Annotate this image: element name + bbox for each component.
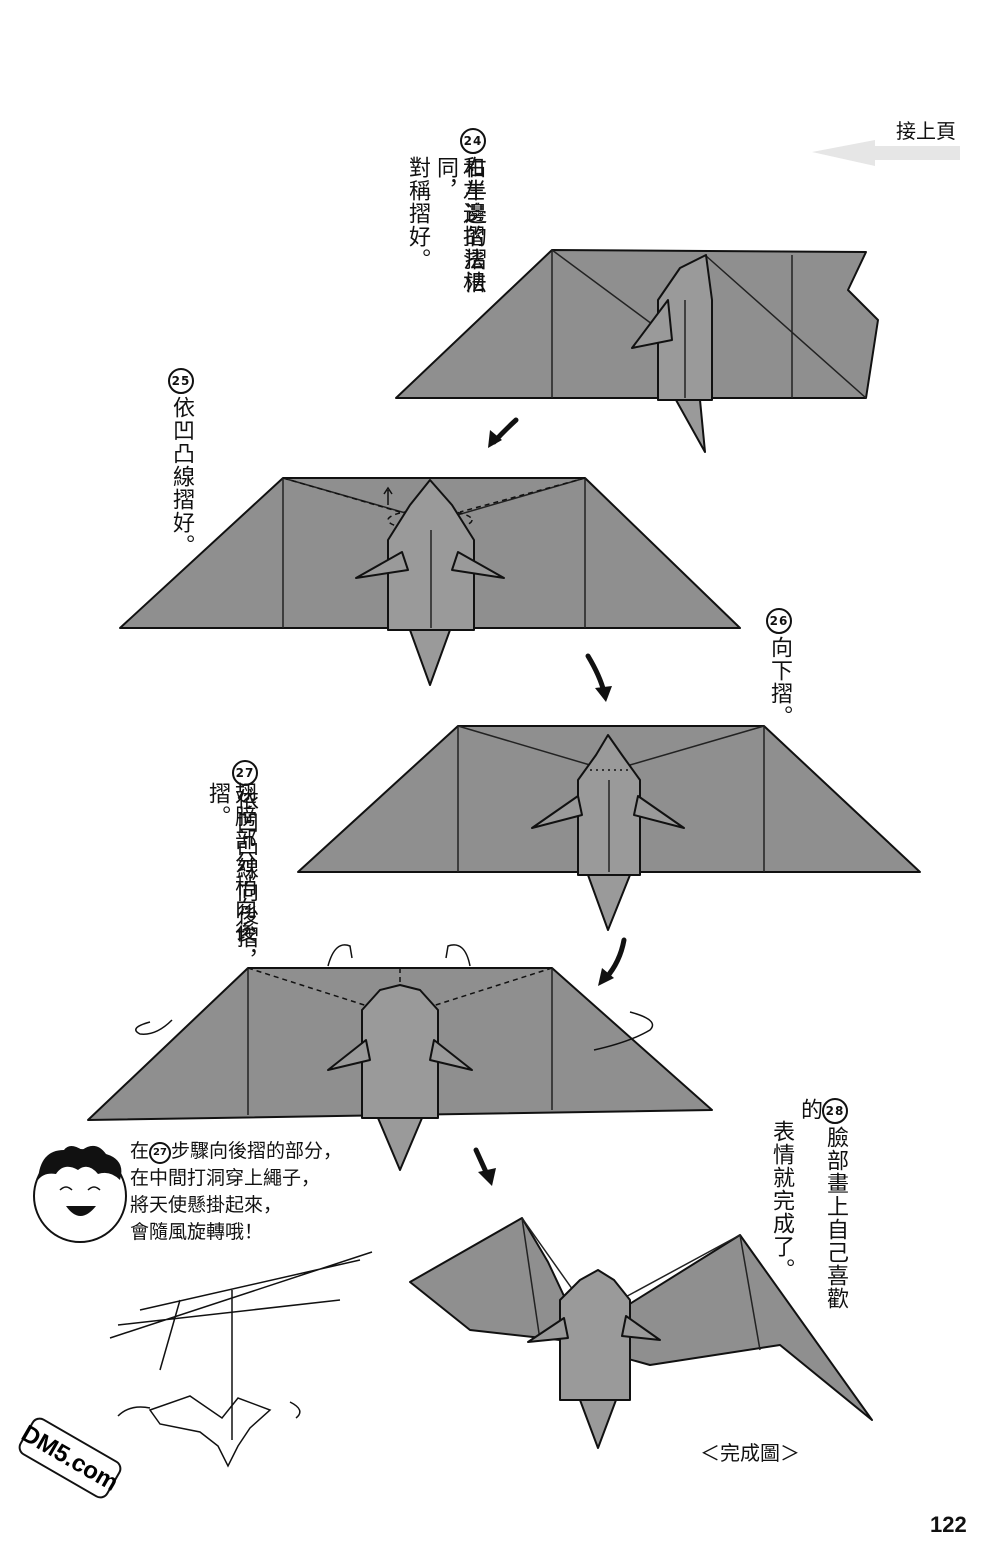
dm5-watermark-logo: DM5.com: [17, 1417, 123, 1499]
step-25-number: 25: [168, 368, 194, 394]
tip-step-ref: 27: [149, 1142, 172, 1164]
step-26-number: 26: [766, 608, 792, 634]
fold-diagram-step-24: [395, 249, 879, 453]
cartoon-face-icon: [33, 1145, 127, 1243]
fold-diagram-completed: [409, 1217, 873, 1449]
page-number: 122: [930, 1512, 967, 1537]
step-28-instruction: 28臉部畫上自己喜歡的 表情就完成了。: [769, 1098, 848, 1310]
continue-arrow-icon: [812, 140, 960, 166]
fold-diagram-step-26: [297, 725, 921, 931]
step-27-number: 27: [232, 760, 258, 786]
fold-diagram-step-27: [87, 944, 713, 1171]
step-24-instruction: 24右半邊的摺法 和左邊摺法相同， 對稱摺好。: [404, 128, 486, 328]
step-25-instruction: 25依凹凸線摺好。: [168, 368, 194, 557]
step-27-instruction: 27依凹凸線向後摺， 翅膀部分稍向後摺。: [204, 760, 264, 980]
arrow-down-icon: [473, 1147, 489, 1175]
continue-label: 接上頁: [896, 119, 956, 143]
arrow-down-icon: [603, 937, 627, 981]
step-26-instruction: 26向下摺。: [766, 608, 792, 728]
completed-caption: ＜完成圖＞: [700, 1441, 800, 1465]
step-28-number: 28: [822, 1098, 848, 1124]
hanging-mobile-sketch: [109, 1251, 373, 1468]
fold-diagram-step-25: [119, 477, 741, 686]
step-24-number: 24: [460, 128, 486, 154]
arrow-down-icon: [585, 653, 607, 695]
